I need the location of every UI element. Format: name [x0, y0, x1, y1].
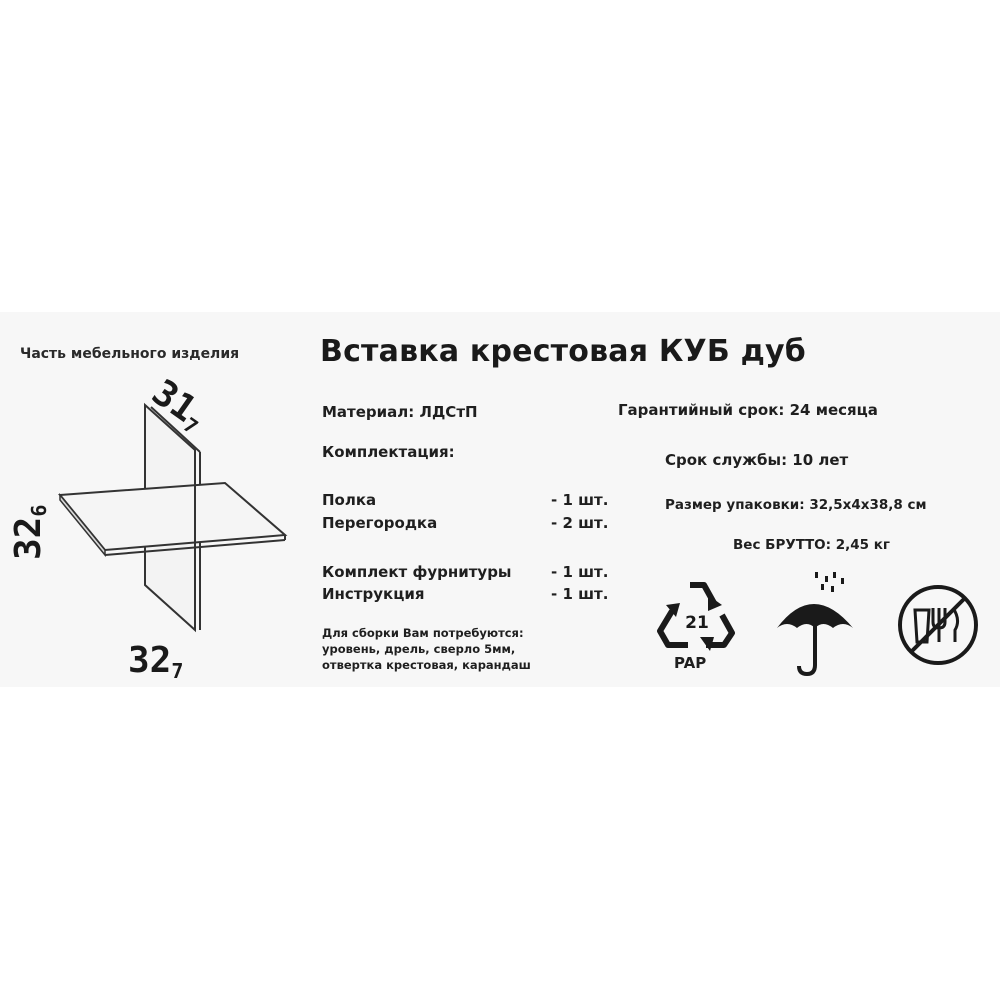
- tools-note-line: Для сборки Вам потребуются:: [322, 626, 524, 640]
- kit-item-qty: - 2 шт.: [551, 514, 609, 532]
- material-line: Материал: ЛДСтП: [322, 403, 478, 421]
- kit-item-qty: - 1 шт.: [551, 563, 609, 581]
- recycling-pap-icon: 21: [657, 582, 735, 651]
- package-size-line: Размер упаковки: 32,5х4х38,8 см: [665, 497, 927, 513]
- kit-heading: Комплектация:: [322, 443, 455, 461]
- tools-note-line: уровень, дрель, сверло 5мм,: [322, 642, 516, 656]
- kit-item-name: Полка: [322, 491, 377, 509]
- kit-item-name: Инструкция: [322, 585, 425, 603]
- cross-insert-diagram-icon: [58, 402, 288, 633]
- gross-weight-line: Вес БРУТТО: 2,45 кг: [733, 537, 890, 553]
- warranty-line: Гарантийный срок: 24 месяца: [618, 401, 878, 419]
- tools-note-line: отвертка крестовая, карандаш: [322, 658, 531, 672]
- kit-item-name: Комплект фурнитуры: [322, 563, 512, 581]
- recycling-number: 21: [685, 613, 709, 633]
- part-caption: Часть мебельного изделия: [20, 346, 240, 362]
- kit-item-qty: - 1 шт.: [551, 585, 609, 603]
- recycling-code: PAP: [674, 654, 707, 672]
- kit-item-name: Перегородка: [322, 514, 438, 532]
- keep-dry-umbrella-icon: [777, 572, 853, 677]
- product-title: Вставка крестовая КУБ дуб: [320, 334, 806, 369]
- service-life-line: Срок службы: 10 лет: [665, 451, 849, 469]
- dimension-width: 327: [128, 640, 184, 683]
- no-food-contact-icon: [898, 585, 978, 665]
- dimension-height: 326: [8, 504, 51, 560]
- kit-item-qty: - 1 шт.: [551, 491, 609, 509]
